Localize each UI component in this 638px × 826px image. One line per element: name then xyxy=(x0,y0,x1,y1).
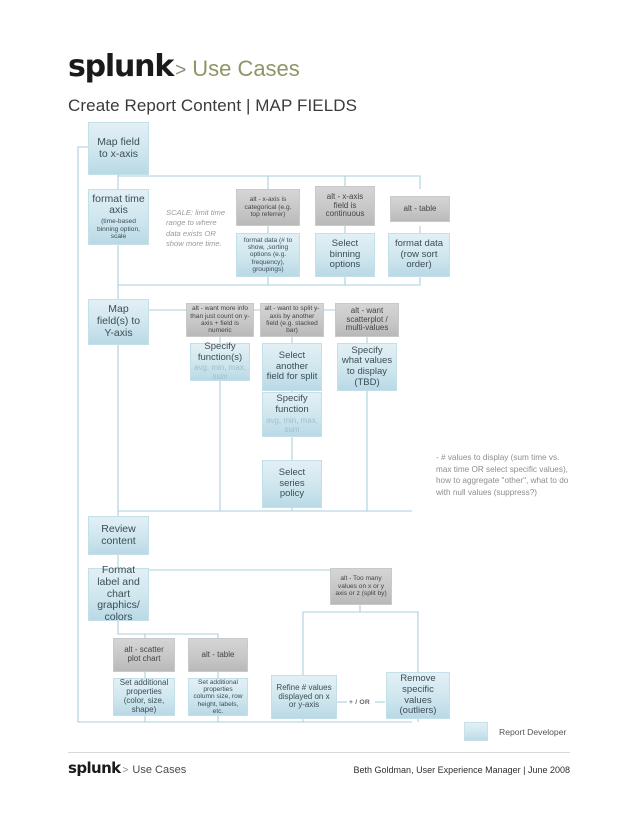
node-select-series-policy[interactable]: Select series policy xyxy=(262,460,322,508)
legend-swatch-report-developer xyxy=(464,722,488,741)
node-format-data-row-sort[interactable]: format data (row sort order) xyxy=(388,233,450,277)
footer-credit: Beth Goldman, User Experience Manager | … xyxy=(353,765,570,775)
node-alt-want-more-info[interactable]: alt - want more info than just count on … xyxy=(186,303,254,337)
splunk-wordmark: splunk xyxy=(68,49,174,84)
footer-brand-lockup: splunk > Use Cases xyxy=(68,761,186,776)
node-review-content[interactable]: Review content xyxy=(88,516,149,555)
node-alt-too-many-values[interactable]: alt - Too many values on x or y axis or … xyxy=(330,568,392,605)
node-alt-x-continuous[interactable]: alt - x-axis field is continuous xyxy=(315,186,375,226)
node-alt-want-scatterplot[interactable]: alt - want scatterplot / multi-values xyxy=(335,303,399,337)
node-specify-function[interactable]: Specify function avg, min, max, sum xyxy=(262,392,322,437)
brand-suffix: Use Cases xyxy=(192,56,300,81)
footer-splunk-wordmark: splunk xyxy=(68,759,121,777)
page-title: Create Report Content | MAP FIELDS xyxy=(68,96,358,115)
operator-plus-or: + / OR xyxy=(349,699,371,706)
node-format-time-axis[interactable]: format time axis (time-based binning opt… xyxy=(88,189,149,245)
node-alt-x-categorical[interactable]: alt - x-axis is categorical (e.g. top re… xyxy=(236,189,300,226)
node-set-additional-properties-column[interactable]: Set additional properties column size, r… xyxy=(188,678,248,716)
node-format-data-sorting[interactable]: format data (# to show, ,sorting options… xyxy=(236,233,300,277)
page-footer: splunk > Use Cases Beth Goldman, User Ex… xyxy=(68,761,570,776)
node-alt-scatter-plot-chart[interactable]: alt - scatter plot chart xyxy=(113,638,175,672)
page-header: splunk > Use Cases Create Report Content… xyxy=(68,52,578,116)
chevron-right-icon: > xyxy=(175,60,187,81)
legend: Report Developer xyxy=(464,722,566,741)
node-specify-functions[interactable]: Specify function(s) avg, min, max, sum xyxy=(190,341,250,381)
footer-brand-suffix: Use Cases xyxy=(132,764,187,776)
note-scale: SCALE: limit time range to where data ex… xyxy=(166,208,226,248)
node-specify-what-values[interactable]: Specify what values to display (TBD) xyxy=(337,343,397,391)
footer-divider xyxy=(68,752,570,753)
node-alt-table-bottom[interactable]: alt - table xyxy=(188,638,248,672)
brand-lockup: splunk > Use Cases xyxy=(68,52,578,82)
node-map-field-to-x-axis[interactable]: Map field to x-axis xyxy=(88,122,149,175)
node-alt-table-top[interactable]: alt - table xyxy=(390,196,450,222)
node-remove-specific-values[interactable]: Remove specific values (outliers) xyxy=(386,672,450,719)
node-map-fields-to-y-axis[interactable]: Map field(s) to Y-axis xyxy=(88,299,149,345)
node-select-another-field[interactable]: Select another field for split xyxy=(262,343,322,391)
node-refine-values-displayed[interactable]: Refine # values displayed on x or y-axis xyxy=(271,675,337,719)
node-select-binning-options[interactable]: Select binning options xyxy=(315,233,375,277)
note-values-to-display: - # values to display (sum time vs. max … xyxy=(436,453,569,497)
legend-label-report-developer: Report Developer xyxy=(499,726,567,737)
node-format-label-and-chart[interactable]: Format label and chart graphics/ colors xyxy=(88,564,149,623)
node-set-additional-properties-color[interactable]: Set additional properties (color, size, … xyxy=(113,678,175,716)
footer-chevron-right-icon: > xyxy=(122,765,129,776)
node-alt-split-y-axis[interactable]: alt - want to split y-axis by another fi… xyxy=(260,303,324,337)
